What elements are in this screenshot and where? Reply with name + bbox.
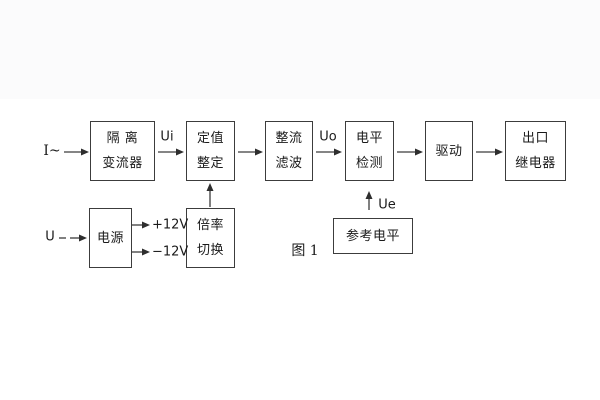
block-isolation-transformer: 隔 离 变流器 [90, 121, 155, 181]
arrow-minus12v [132, 248, 150, 256]
arrow-ratio-to-setting [206, 183, 214, 207]
block-output-relay: 出口 继电器 [505, 121, 566, 181]
block-level-detect: 电平 检测 [345, 121, 394, 181]
signal-ue-label: Ue [378, 197, 396, 213]
block-ratio-switch: 倍率 切换 [186, 208, 235, 268]
arrow-ue [365, 191, 373, 210]
block-power-supply: 电源 [89, 208, 132, 268]
plus12v-label: +12V [152, 217, 189, 233]
block-setting-line2: 整定 [196, 156, 224, 171]
signal-ui-label: Ui [160, 129, 174, 145]
block-ratio-line2: 切换 [196, 243, 224, 258]
arrow-level-to-drive [397, 148, 423, 156]
block-isolation-line2: 变流器 [102, 156, 143, 171]
block-reference-level: 参考电平 [333, 218, 413, 254]
arrow-plus12v [132, 221, 150, 229]
block-relay-line2: 继电器 [515, 156, 556, 171]
block-level-line1: 电平 [355, 131, 383, 146]
block-level-line2: 检测 [355, 156, 383, 171]
arrow-uo [316, 148, 342, 156]
arrow-u-input [59, 234, 87, 242]
block-relay-line1: 出口 [521, 131, 549, 146]
block-rectifier-filter: 整流 滤波 [265, 121, 313, 181]
block-rectifier-line2: 滤波 [275, 156, 303, 171]
arrow-drive-to-relay [476, 148, 503, 156]
block-rectifier-line1: 整流 [275, 131, 303, 146]
block-setting-line1: 定值 [196, 131, 224, 146]
input-current-label: I~ [43, 143, 61, 159]
arrow-ui [158, 148, 184, 156]
minus12v-label: −12V [152, 244, 189, 260]
figure-caption: 图 1 [291, 243, 319, 259]
block-drive: 驱动 [425, 121, 473, 181]
arrow-setting-to-rectifier [238, 148, 263, 156]
block-drive-line1: 驱动 [435, 143, 463, 159]
input-voltage-label: U [45, 229, 55, 245]
block-isolation-line1: 隔 离 [106, 131, 139, 146]
page-background-band [0, 0, 600, 99]
arrow-i-input [64, 148, 89, 156]
signal-uo-label: Uo [319, 129, 337, 145]
block-power-line1: 电源 [96, 230, 124, 246]
block-ratio-line1: 倍率 [196, 218, 224, 233]
block-setting-adjust: 定值 整定 [186, 121, 235, 181]
block-reference-line1: 参考电平 [345, 228, 400, 244]
